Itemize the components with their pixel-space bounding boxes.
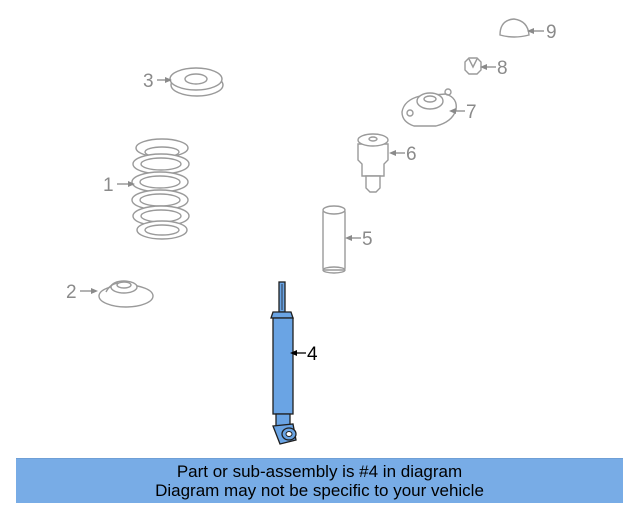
callout-number-3: 3 <box>143 71 154 92</box>
callout-number-6: 6 <box>406 144 417 165</box>
part-8-nut[interactable] <box>464 57 482 75</box>
callout-number-9: 9 <box>546 22 557 43</box>
callout-9: 9 <box>527 22 557 43</box>
part-9-cap[interactable] <box>499 18 530 38</box>
parts-diagram: 1 2 3 4 <box>66 18 557 445</box>
info-banner: Part or sub-assembly is #4 in diagram Di… <box>16 458 623 503</box>
callout-7: 7 <box>449 102 477 123</box>
part-3-upper-spring-seat[interactable] <box>169 67 224 97</box>
callout-number-8: 8 <box>497 58 508 79</box>
callout-2: 2 <box>66 282 98 303</box>
banner-line-2: Diagram may not be specific to your vehi… <box>155 481 484 500</box>
part-7-upper-mount[interactable] <box>401 88 457 127</box>
callout-1: 1 <box>103 175 135 196</box>
banner-line-1: Part or sub-assembly is #4 in diagram <box>176 462 463 481</box>
part-4-shock-absorber[interactable] <box>270 281 297 445</box>
callout-4: 4 <box>290 344 318 365</box>
callout-number-2: 2 <box>66 282 77 303</box>
part-5-dust-boot[interactable] <box>322 205 346 274</box>
callout-3: 3 <box>143 71 172 92</box>
callout-number-5: 5 <box>362 229 373 250</box>
part-2-lower-spring-seat[interactable] <box>98 280 154 308</box>
callout-8: 8 <box>480 58 508 79</box>
callout-number-7: 7 <box>466 102 477 123</box>
callout-5: 5 <box>345 229 373 250</box>
callout-number-1: 1 <box>103 175 114 196</box>
part-1-coil-spring[interactable] <box>131 138 190 240</box>
part-6-bump-stop[interactable] <box>357 133 389 193</box>
callout-number-4: 4 <box>307 344 318 365</box>
callout-6: 6 <box>389 144 417 165</box>
